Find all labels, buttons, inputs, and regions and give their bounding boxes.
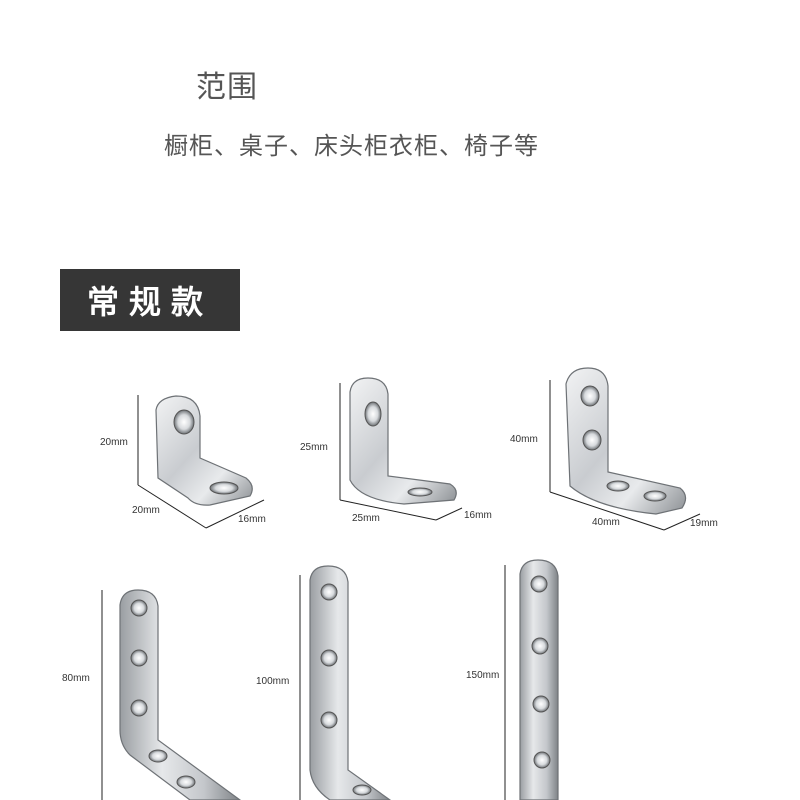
dimension-label: 20mm [132, 505, 160, 516]
bracket-150mm [504, 559, 559, 800]
dimension-label: 16mm [464, 510, 492, 521]
dimension-label: 25mm [300, 442, 328, 453]
bracket-100mm [299, 565, 392, 800]
bracket-20mm [137, 395, 265, 529]
section-label: 常规款 [60, 269, 240, 331]
dimension-label: 16mm [238, 514, 266, 525]
dimension-label: 20mm [100, 437, 128, 448]
bracket-80mm [101, 589, 242, 800]
dimension-label: 25mm [352, 513, 380, 524]
dimension-label: 100mm [256, 676, 290, 687]
scope-title: 范围 [196, 70, 258, 105]
bracket-40mm [549, 367, 701, 531]
bracket-25mm [339, 377, 463, 521]
dimension-label: 80mm [62, 673, 90, 684]
dimension-label: 40mm [510, 434, 538, 445]
dimension-label: 19mm [690, 518, 718, 529]
dimension-label: 150mm [466, 670, 500, 681]
scope-description: 橱柜、桌子、床头柜衣柜、椅子等 [164, 132, 539, 160]
dimension-label: 40mm [592, 517, 620, 528]
